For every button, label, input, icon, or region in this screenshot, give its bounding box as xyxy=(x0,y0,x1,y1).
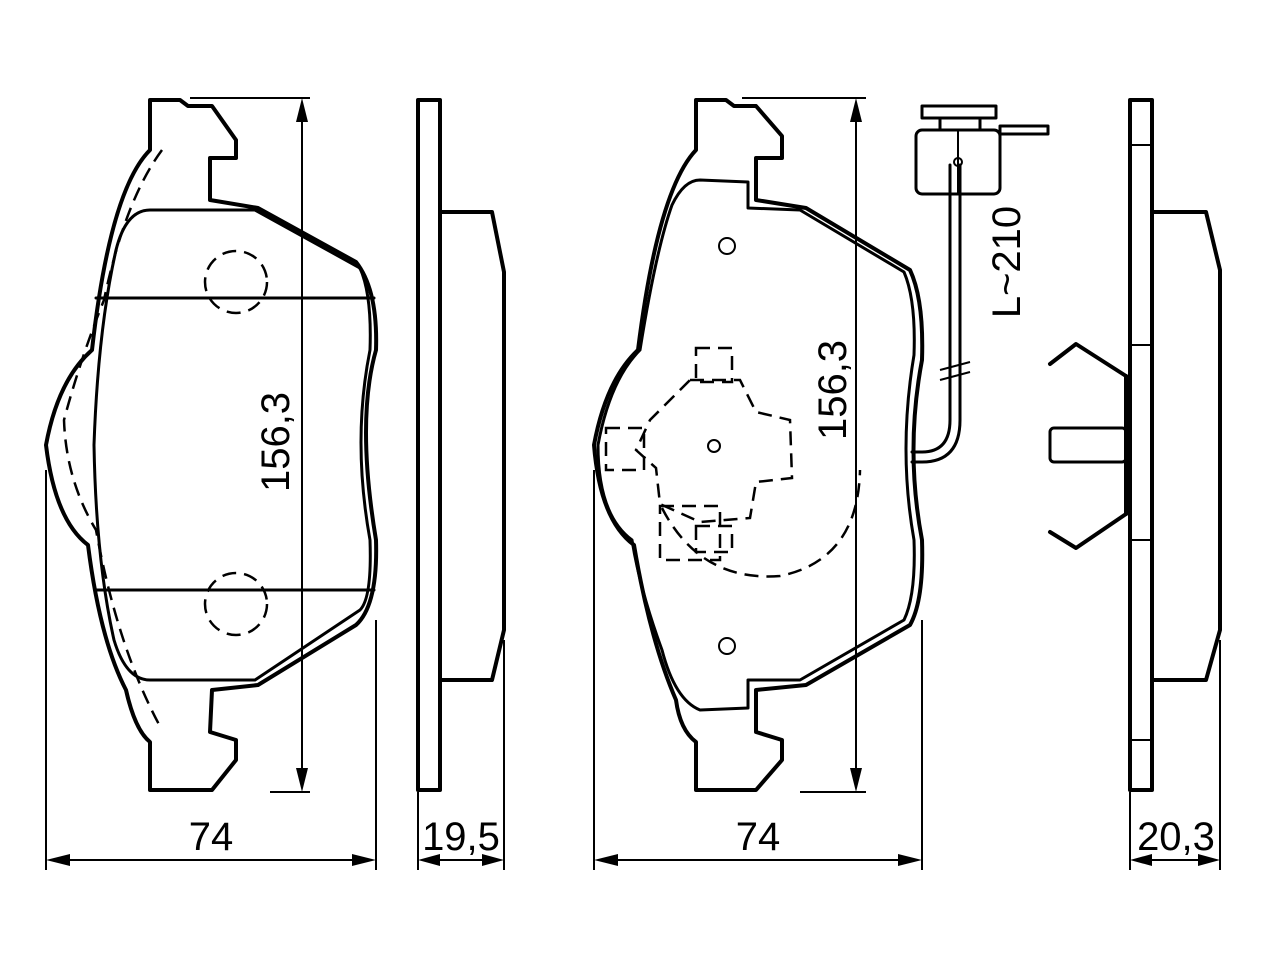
thickness-arrow-left xyxy=(418,854,440,866)
hidden-hole-lower xyxy=(203,571,269,637)
backing-plate-outline xyxy=(592,98,925,792)
height-arrow-bottom xyxy=(850,768,862,792)
width-dimension-label: 74 xyxy=(189,815,234,859)
connector-pin xyxy=(953,157,963,167)
hidden-clip-side-box xyxy=(658,504,722,562)
front-view-right-pad: L~210 156,3 74 xyxy=(592,97,1050,870)
height-dimension-label: 156,3 xyxy=(811,340,855,440)
side-view-right-pad: 20,3 xyxy=(1048,98,1222,870)
thickness-arrow-right xyxy=(1198,854,1220,866)
thickness-dimension-label: 20,3 xyxy=(1137,815,1215,859)
wear-sensor-wire-inner xyxy=(910,163,962,464)
wire-break-mark-2 xyxy=(939,371,971,381)
width-arrow-right xyxy=(898,854,922,866)
wire-length-label: L~210 xyxy=(985,206,1029,318)
small-hole-upper xyxy=(718,237,736,255)
thickness-arrow-right xyxy=(482,854,504,866)
small-hole-center xyxy=(707,439,721,453)
height-arrow-bottom xyxy=(296,768,308,792)
spring-clip-lower-arm xyxy=(1048,512,1128,550)
connector-blade xyxy=(998,124,1050,136)
height-dimension-label: 156,3 xyxy=(254,392,298,492)
spring-clip-upper-arm xyxy=(1048,342,1128,378)
hidden-contour xyxy=(62,149,164,731)
height-arrow-top xyxy=(296,98,308,122)
side-view-left-pad: 19,5 xyxy=(416,98,506,870)
wire-break-mark-1 xyxy=(939,361,971,371)
side-backing-plate xyxy=(1128,98,1154,792)
wear-sensor-wire xyxy=(910,163,952,454)
width-dimension-label: 74 xyxy=(736,815,781,859)
hidden-spring-clip xyxy=(634,378,794,524)
thickness-dimension-label: 19,5 xyxy=(422,815,500,859)
height-arrow-top xyxy=(850,98,862,122)
front-view-left-pad: 156,3 74 xyxy=(44,97,379,870)
side-friction-block xyxy=(438,210,506,682)
hidden-clip-tab-left xyxy=(604,426,646,472)
spring-clip-tongue xyxy=(1048,426,1128,464)
hidden-sensor-arc xyxy=(660,469,862,578)
side-backing-plate xyxy=(416,98,442,792)
friction-material-outline xyxy=(596,178,916,712)
hidden-hole-upper xyxy=(203,249,269,315)
small-hole-lower xyxy=(718,637,736,655)
connector-latch xyxy=(938,116,982,132)
width-arrow-left xyxy=(594,854,618,866)
hidden-clip-tab-bottom xyxy=(694,524,734,554)
width-arrow-right xyxy=(352,854,376,866)
side-friction-block xyxy=(1150,210,1222,682)
friction-material-outline xyxy=(92,208,372,682)
thickness-arrow-left xyxy=(1130,854,1152,866)
backing-plate-outline xyxy=(44,98,379,792)
width-arrow-left xyxy=(46,854,70,866)
connector-cap xyxy=(920,104,998,120)
hidden-clip-tab-top xyxy=(694,346,734,384)
